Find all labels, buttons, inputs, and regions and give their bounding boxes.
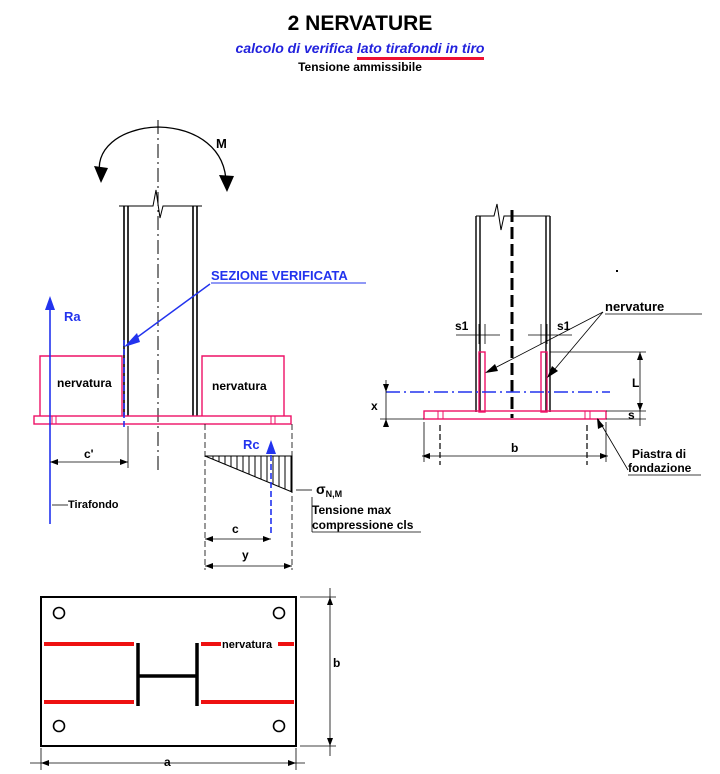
r-ribs-leader-right — [548, 311, 604, 377]
plan-plate — [40, 596, 297, 747]
left-elevation: M nervatura nervatura Ra SEZIONE VERIFIC… — [33, 120, 421, 570]
moment-arrowhead-right — [219, 175, 234, 192]
plan-b-label: b — [333, 656, 340, 670]
ra-arrowhead — [45, 296, 55, 310]
y-arrow-l — [205, 563, 213, 569]
rib-left-label: nervatura — [57, 376, 112, 390]
r-plate-arrow — [597, 418, 604, 429]
c-label: c — [232, 522, 239, 536]
sigma-subscript: N,M — [326, 489, 343, 499]
c-arrow-r — [263, 536, 271, 542]
r-rib-left — [478, 351, 486, 413]
column-break-line — [119, 189, 202, 219]
sigma-symbol: σ — [316, 481, 326, 497]
plan-hole-br — [272, 719, 286, 733]
r-plate-label-line2: fondazione — [628, 461, 692, 475]
stress-label-line2: compressione cls — [312, 518, 414, 532]
verified-section-label: SEZIONE VERIFICATA — [211, 268, 348, 283]
r-x-label: x — [371, 399, 378, 413]
stress-diagram — [204, 455, 293, 493]
anchor-label: Tirafondo — [68, 499, 119, 511]
r-rib-right — [540, 351, 548, 413]
r-x-arrow-t — [383, 384, 389, 392]
plan-b-arrow-b — [327, 738, 333, 746]
r-s1-left-label: s1 — [455, 319, 469, 333]
cprime-arrow-l — [50, 459, 58, 465]
r-ribs-leader-left — [486, 311, 604, 373]
r-b-arrow-r — [600, 453, 608, 459]
r-s1-right-label: s1 — [557, 319, 571, 333]
c-arrow-l — [205, 536, 213, 542]
r-ribs-label: nervature — [605, 299, 664, 314]
moment-label: M — [216, 136, 227, 151]
verified-section-arrowhead — [124, 333, 140, 347]
page-title: 2 NERVATURE — [287, 12, 433, 35]
plan-a-label: a — [164, 755, 171, 769]
r-b-label: b — [511, 441, 518, 455]
subtitle-note: Tensione ammissibile — [298, 60, 422, 74]
cprime-arrow-r — [120, 459, 128, 465]
plan-a-arrow-r — [288, 760, 296, 766]
rc-arrowhead — [266, 440, 276, 454]
ra-label: Ra — [64, 309, 81, 324]
rib-right-outline — [201, 355, 285, 416]
r-L-label: L — [632, 376, 639, 390]
subtitle-prefix: calcolo di verifica — [235, 40, 357, 56]
subtitle: calcolo di verifica lato tirafondi in ti… — [0, 40, 720, 60]
y-label: y — [242, 548, 249, 562]
plan-view: nervatura a b — [30, 588, 340, 770]
plan-hole-tr — [272, 606, 286, 620]
subtitle-link: lato tirafondi in tiro — [356, 40, 485, 60]
cprime-label: c' — [84, 447, 94, 461]
r-x-arrow-b — [383, 419, 389, 427]
r-plate-leader — [597, 418, 629, 471]
r-s-label: s — [628, 408, 635, 422]
r-ribs-arrow-right — [547, 366, 558, 378]
rc-label: Rc — [243, 437, 260, 452]
r-L-arrow-t — [637, 352, 643, 360]
r-stray-dot — [616, 270, 618, 272]
r-plate-label-line1: Piastra di — [632, 447, 686, 461]
r-b-arrow-l — [422, 453, 430, 459]
plan-a-arrow-l — [41, 760, 49, 766]
sigma-label: σN,M — [316, 481, 342, 499]
moment-arc — [98, 126, 227, 189]
plan-hole-bl — [52, 719, 66, 733]
right-elevation: b s1 s1 nervature L s x — [371, 203, 702, 476]
rib-left-outline — [39, 355, 123, 416]
plan-b-arrow-t — [327, 597, 333, 605]
moment-arrowhead-left — [94, 166, 108, 183]
plan-hole-tl — [52, 606, 66, 620]
base-plate — [33, 415, 292, 425]
verified-section-leader — [127, 283, 211, 345]
rib-right-label: nervatura — [212, 379, 267, 393]
r-ribs-arrow-left — [485, 364, 498, 373]
plan-rib-label: nervatura — [222, 639, 273, 651]
stress-label-line1: Tensione max — [312, 503, 391, 517]
y-arrow-r — [284, 563, 292, 569]
r-base-plate — [423, 410, 607, 420]
